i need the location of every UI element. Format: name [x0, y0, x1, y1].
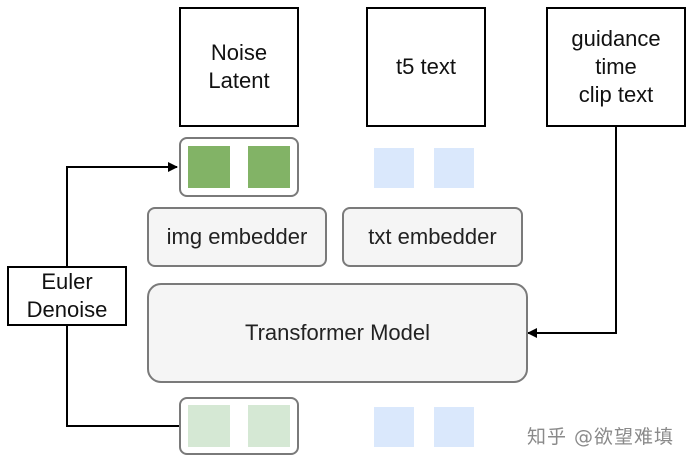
output-token — [188, 405, 230, 447]
euler-to-noise-arrow — [66, 162, 178, 266]
output-text-token — [434, 407, 474, 447]
output-text-token — [374, 407, 414, 447]
t5-text-box: t5 text — [366, 7, 486, 127]
euler-denoise-box: Euler Denoise — [7, 266, 127, 326]
noise-latent-box: Noise Latent — [179, 7, 299, 127]
watermark-text: 知乎 @欲望难填 — [527, 426, 675, 448]
text-token — [434, 148, 474, 188]
noise-latent-token — [248, 146, 290, 188]
txt-embedder-box: txt embedder — [342, 207, 523, 267]
text-token — [374, 148, 414, 188]
guidance-box: guidance time clip text — [546, 7, 686, 127]
transformer-model-box: Transformer Model — [147, 283, 528, 383]
img-embedder-box: img embedder — [147, 207, 327, 267]
guidance-to-transformer-arrow — [527, 126, 617, 338]
noise-latent-token — [188, 146, 230, 188]
output-to-euler-line — [66, 326, 180, 427]
output-token — [248, 405, 290, 447]
